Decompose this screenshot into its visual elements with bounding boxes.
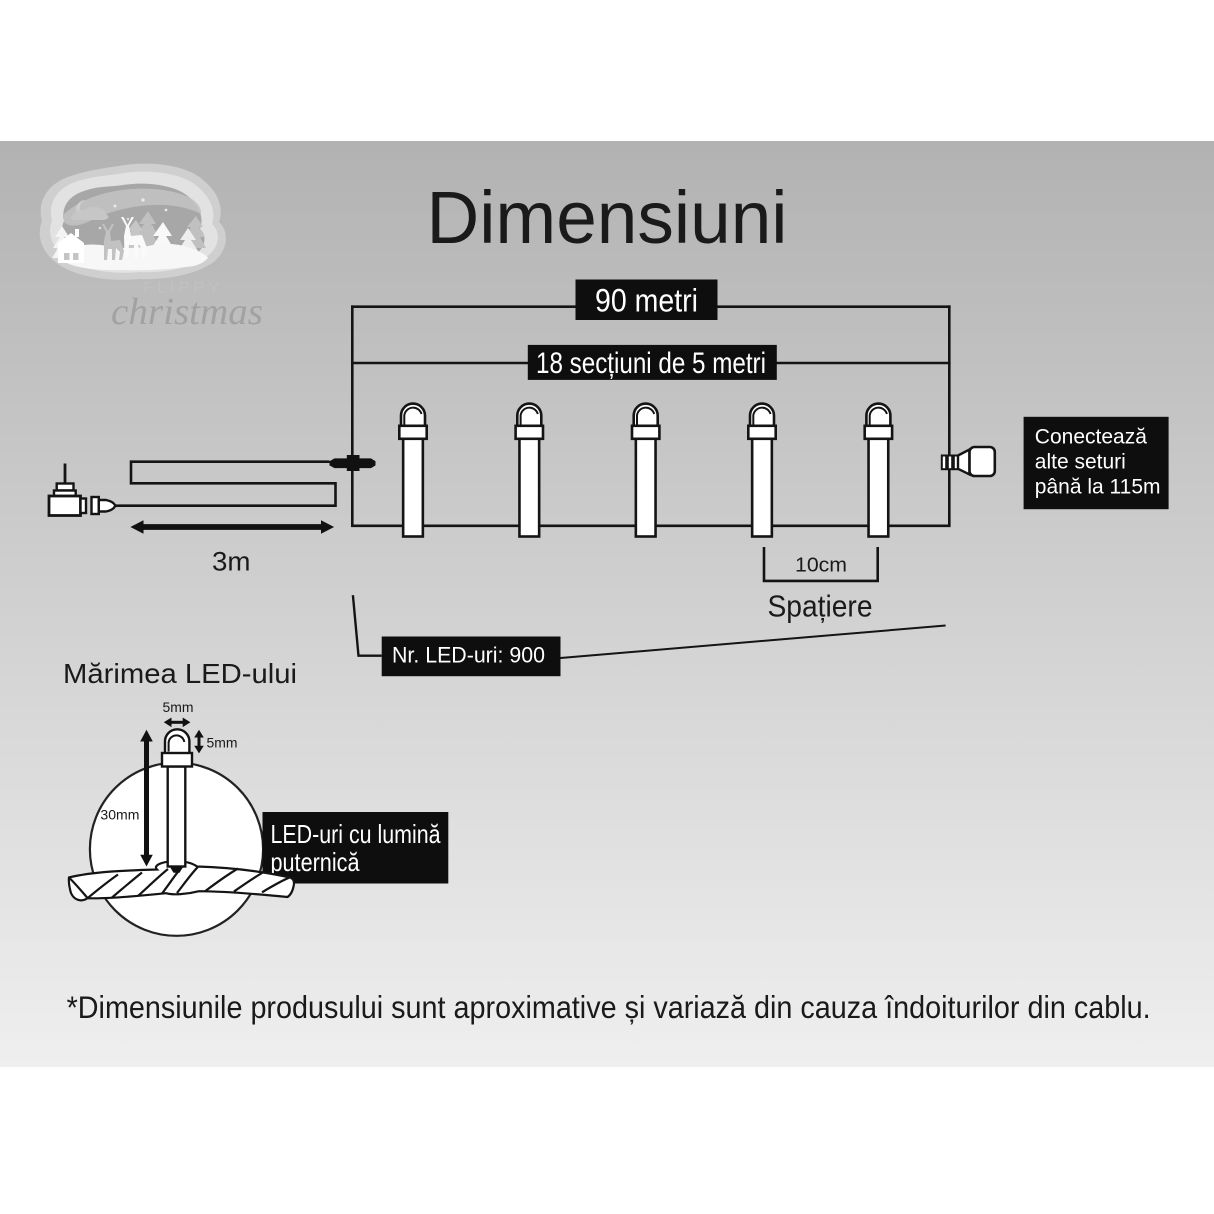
svg-text:christmas: christmas	[111, 291, 263, 333]
svg-text:FLIPPY: FLIPPY	[143, 278, 223, 297]
svg-text:Dimensiuni: Dimensiuni	[427, 176, 788, 259]
svg-text:puternică: puternică	[271, 847, 360, 877]
svg-text:Spațiere: Spațiere	[768, 590, 873, 624]
svg-text:3m: 3m	[212, 547, 251, 577]
svg-text:30mm: 30mm	[100, 807, 139, 823]
svg-text:10cm: 10cm	[795, 555, 847, 577]
svg-text:alte seturi: alte seturi	[1035, 450, 1126, 473]
svg-text:*Dimensiunile produsului sunt: *Dimensiunile produsului sunt aproximati…	[67, 989, 1151, 1025]
svg-text:Mărimea LED-ului: Mărimea LED-ului	[63, 658, 297, 689]
svg-text:până la 115m: până la 115m	[1035, 476, 1161, 499]
svg-text:18 secțiuni de 5 metri: 18 secțiuni de 5 metri	[536, 347, 766, 380]
svg-text:90 metri: 90 metri	[595, 283, 698, 319]
svg-text:5mm: 5mm	[207, 735, 238, 751]
svg-text:Conectează: Conectează	[1035, 425, 1147, 448]
svg-text:Nr. LED-uri: 900: Nr. LED-uri: 900	[392, 643, 545, 668]
svg-text:5mm: 5mm	[163, 699, 194, 715]
svg-text:LED-uri cu lumină: LED-uri cu lumină	[271, 819, 441, 849]
